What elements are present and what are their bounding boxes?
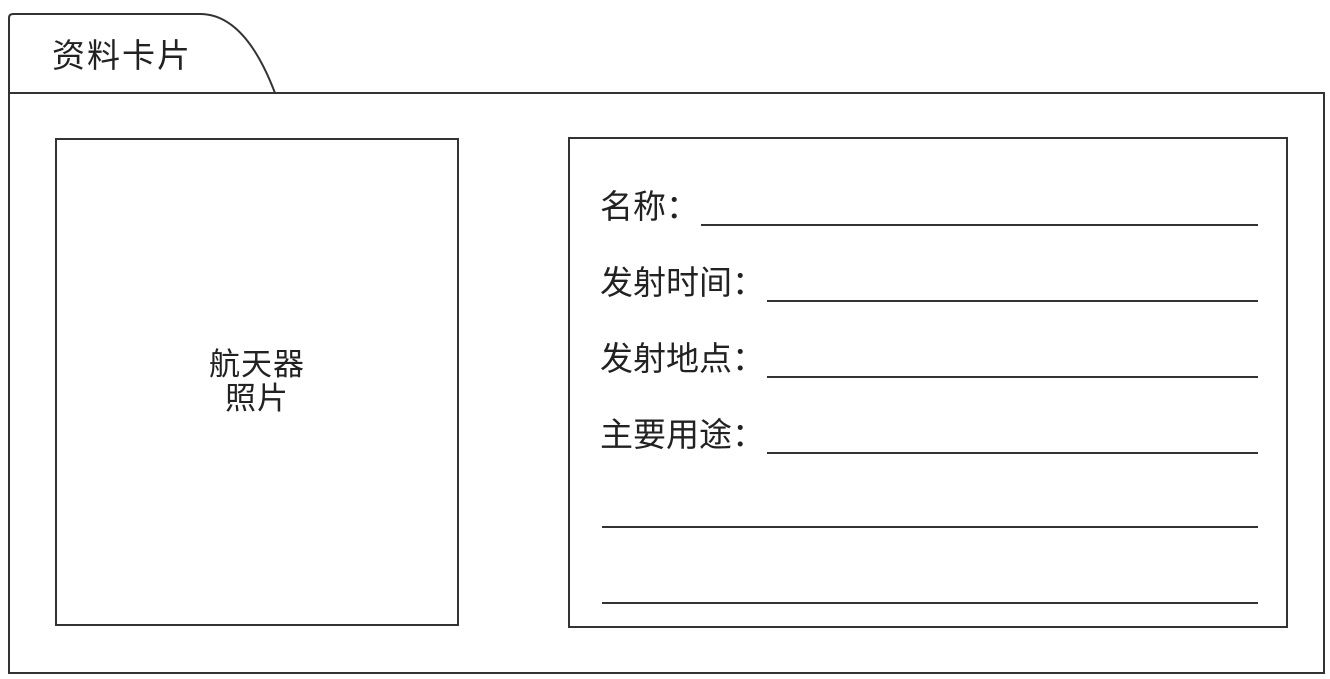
- field-label-launch-time: 发射时间：: [600, 263, 765, 302]
- photo-label-line2: 照片: [225, 381, 289, 417]
- field-blank-name[interactable]: [701, 224, 1258, 226]
- extra-blank-line-1[interactable]: [602, 526, 1258, 528]
- info-panel: 名称： 发射时间： 发射地点： 主要用途：: [568, 137, 1288, 628]
- field-blank-launch-site[interactable]: [767, 376, 1258, 378]
- field-label-launch-site: 发射地点：: [600, 339, 765, 378]
- field-blank-launch-time[interactable]: [767, 300, 1258, 302]
- tab-title: 资料卡片: [52, 36, 192, 75]
- field-label-name: 名称：: [600, 187, 699, 226]
- field-blank-main-use[interactable]: [767, 452, 1258, 454]
- field-main-use: 主要用途：: [600, 411, 1258, 455]
- field-label-main-use: 主要用途：: [600, 415, 765, 454]
- field-launch-time: 发射时间：: [600, 259, 1258, 303]
- extra-blank-line-2[interactable]: [602, 602, 1258, 604]
- photo-label-line1: 航天器: [209, 347, 305, 383]
- field-launch-site: 发射地点：: [600, 335, 1258, 379]
- photo-placeholder: 航天器 照片: [55, 138, 459, 626]
- photo-placeholder-label: 航天器 照片: [209, 348, 305, 416]
- field-name: 名称：: [600, 183, 1258, 227]
